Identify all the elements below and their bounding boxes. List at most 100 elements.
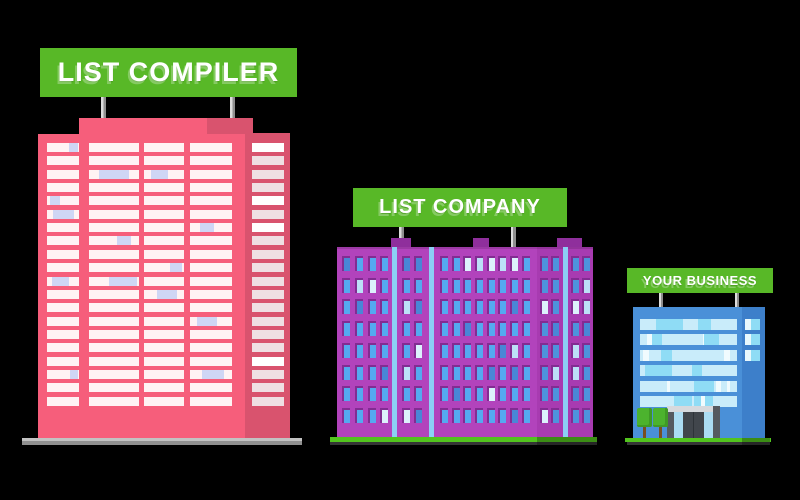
window	[342, 407, 350, 423]
window	[582, 277, 590, 293]
window-stripe	[144, 156, 184, 166]
window-glare	[157, 289, 177, 299]
window	[414, 407, 422, 423]
window-stripe	[252, 276, 284, 286]
window	[402, 407, 410, 423]
window-stripe	[190, 343, 232, 353]
window-band	[640, 380, 737, 392]
window	[380, 299, 388, 315]
window	[498, 386, 506, 402]
sign-pole	[511, 227, 516, 248]
window	[452, 386, 460, 402]
window-stripe	[190, 223, 232, 233]
window-glare	[70, 369, 78, 379]
window	[571, 342, 579, 358]
window	[355, 299, 363, 315]
window-stripe	[89, 369, 139, 379]
window-stripe	[252, 303, 284, 313]
your-business-sign-label: YOUR BUSINESS	[642, 273, 758, 288]
window	[498, 342, 506, 358]
window-stripe	[47, 223, 79, 233]
window-glare	[170, 263, 182, 273]
window-stripe	[190, 143, 232, 152]
window-stripe	[47, 249, 79, 259]
window	[452, 342, 460, 358]
window	[498, 256, 506, 271]
window	[475, 386, 483, 402]
window-band	[640, 349, 737, 361]
window-glare	[69, 143, 78, 152]
window	[551, 342, 559, 358]
entrance-glass	[704, 412, 713, 438]
window-stripe	[190, 276, 232, 286]
window-stripe	[252, 369, 284, 379]
tree-foliage	[653, 408, 668, 427]
window	[510, 321, 518, 337]
window-stripe	[89, 276, 139, 286]
window	[571, 364, 579, 380]
window	[522, 256, 530, 271]
window	[510, 277, 518, 293]
window	[355, 256, 363, 271]
band-glare	[661, 349, 672, 361]
window	[368, 364, 376, 380]
pink-building-base	[22, 438, 302, 445]
window	[414, 342, 422, 358]
window-stripe	[89, 183, 139, 193]
window	[540, 256, 548, 271]
window	[414, 321, 422, 337]
window	[475, 299, 483, 315]
window	[380, 386, 388, 402]
window	[402, 321, 410, 337]
window	[522, 386, 530, 402]
window	[380, 342, 388, 358]
band-glare	[724, 349, 730, 361]
window-stripe	[47, 343, 79, 353]
window	[452, 321, 460, 337]
window	[487, 299, 495, 315]
window	[440, 407, 448, 423]
entrance-right-pillar	[713, 406, 720, 438]
window-stripe	[89, 263, 139, 273]
window	[540, 364, 548, 380]
window	[487, 277, 495, 293]
window-stripe	[47, 289, 79, 299]
window	[463, 277, 471, 293]
window	[582, 342, 590, 358]
blue-building-grass	[625, 437, 771, 442]
glass-column	[563, 247, 568, 437]
window-stripe	[252, 249, 284, 259]
tree-trunk	[643, 424, 646, 438]
window	[440, 277, 448, 293]
window-stripe	[190, 209, 232, 219]
window	[463, 407, 471, 423]
window	[342, 364, 350, 380]
band-glare	[667, 380, 670, 392]
window-stripe	[190, 356, 232, 366]
band-glare	[716, 380, 721, 392]
window	[402, 342, 410, 358]
list-company-sign: LIST COMPANY	[353, 188, 567, 227]
window-stripe	[252, 383, 284, 393]
window	[380, 277, 388, 293]
entrance-door	[683, 412, 704, 438]
window	[440, 364, 448, 380]
window	[510, 299, 518, 315]
window-stripe	[89, 209, 139, 219]
purple-roof-block	[473, 238, 489, 248]
band-glare	[674, 396, 692, 407]
band-glare	[648, 334, 662, 346]
window-stripe	[89, 169, 139, 179]
window	[498, 321, 506, 337]
window	[402, 299, 410, 315]
window	[582, 364, 590, 380]
window-stripe	[252, 169, 284, 179]
window-stripe	[190, 156, 232, 166]
window-stripe	[144, 289, 184, 299]
window-stripe	[252, 329, 284, 339]
window-stripe	[89, 356, 139, 366]
window-stripe	[89, 196, 139, 206]
window	[368, 407, 376, 423]
window	[475, 256, 483, 271]
window	[571, 277, 579, 293]
